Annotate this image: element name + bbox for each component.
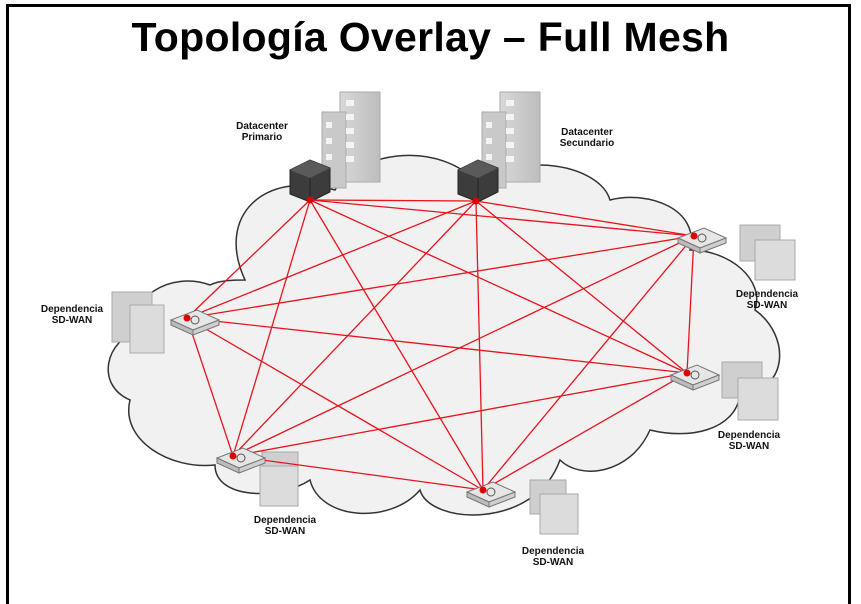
- branch-building-bottomleft-icon: [259, 451, 299, 507]
- mesh-link-b1-b4: [186, 317, 234, 457]
- branch-router-icon-b5: [465, 481, 517, 508]
- mesh-link-dc1-dc2: [309, 199, 477, 202]
- node-label-line: Dependencia: [41, 304, 104, 315]
- mesh-link-b1-b3: [186, 317, 688, 374]
- mesh-link-b3-b5: [482, 372, 688, 491]
- node-dot-b1: [183, 314, 191, 322]
- node-dot-b5: [479, 486, 487, 494]
- mesh-link-dc2-b2: [475, 200, 695, 237]
- diagram-title: Topología Overlay – Full Mesh: [131, 14, 730, 60]
- node-label-line: Dependencia: [254, 515, 317, 526]
- node-label-line: Datacenter: [561, 127, 613, 138]
- mesh-link-dc1-b5: [309, 199, 484, 491]
- branch-router-icon-b3: [669, 364, 721, 391]
- node-label-line: SD-WAN: [52, 315, 93, 326]
- branch-router-icon-b2: [676, 227, 728, 254]
- mesh-link-b2-b4: [232, 235, 695, 457]
- node-label-line: Dependencia: [736, 289, 799, 300]
- cloud-shape: [107, 154, 781, 516]
- mesh-link-dc1-b1: [186, 199, 311, 319]
- node-label-line: SD-WAN: [747, 300, 788, 311]
- node-label-line: Primario: [242, 132, 283, 143]
- node-label-line: Datacenter: [236, 121, 288, 132]
- datacenter-primary-building-icon: [321, 91, 381, 189]
- node-dot-dc2: [472, 197, 480, 205]
- mesh-link-dc2-b1: [186, 200, 477, 319]
- mesh-link-b3-b4: [232, 372, 688, 457]
- node-label-line: Secundario: [560, 138, 614, 149]
- node-dot-b3: [683, 369, 691, 377]
- branch-building-topright-icon: [739, 224, 796, 281]
- mesh-links: [186, 199, 695, 491]
- mesh-link-b1-b2: [186, 235, 695, 319]
- branch-router-icon-b4: [215, 447, 267, 474]
- mesh-link-dc2-b4: [232, 200, 477, 457]
- branch-router-icon-b1: [169, 309, 221, 336]
- node-label-line: SD-WAN: [265, 526, 306, 537]
- branch-building-bottom-icon: [529, 479, 579, 535]
- node-dot-b4: [229, 452, 237, 460]
- mesh-link-b4-b5: [232, 455, 484, 491]
- branch-building-right-icon: [721, 361, 779, 421]
- mesh-link-b2-b5: [482, 235, 695, 491]
- node-label-line: SD-WAN: [533, 557, 574, 568]
- node-label-line: SD-WAN: [729, 441, 770, 452]
- mesh-link-dc1-b3: [309, 199, 688, 374]
- mesh-link-dc2-b3: [475, 200, 688, 374]
- node-dot-b2: [690, 232, 698, 240]
- node-label-line: Dependencia: [522, 546, 585, 557]
- datacenter-secondary-building-icon: [481, 91, 541, 189]
- mesh-link-dc1-b4: [232, 199, 311, 457]
- branch-building-left-icon: [111, 291, 165, 354]
- datacenter-primary-device-icon: [289, 159, 331, 203]
- node-label-line: Dependencia: [718, 430, 781, 441]
- mesh-link-b1-b5: [186, 317, 484, 491]
- diagram-frame: [6, 4, 851, 604]
- mesh-link-dc1-b2: [309, 199, 695, 237]
- node-dot-dc1: [306, 196, 314, 204]
- mesh-link-b2-b3: [686, 235, 695, 374]
- mesh-link-dc2-b5: [475, 200, 484, 491]
- datacenter-secondary-device-icon: [457, 159, 499, 203]
